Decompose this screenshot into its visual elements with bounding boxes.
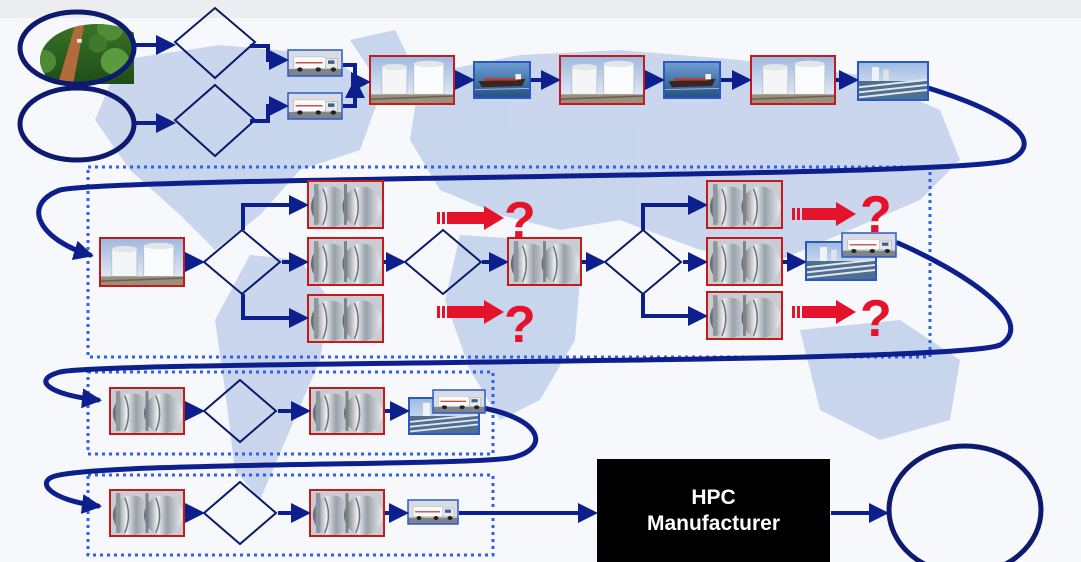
tanker-truck-icon <box>287 92 343 120</box>
storage-tank-icon <box>750 55 836 105</box>
row2-processing: ? ? ? ? <box>99 180 897 354</box>
crushing-mill-diamond-icon <box>173 6 257 80</box>
steel-reactor-icon <box>307 237 384 286</box>
group-frame-row2 <box>86 165 932 359</box>
manufacturer-label-line2: Manufacturer <box>646 511 781 535</box>
pipeline-terminal-icon <box>857 61 929 101</box>
steel-reactor-icon <box>309 387 385 435</box>
steel-reactor-icon <box>706 180 783 229</box>
tanker-ship-icon <box>473 61 531 99</box>
flow-arrow <box>641 294 708 326</box>
unknown-route-marker: ? <box>437 192 536 250</box>
supermarket-consumer-icon <box>886 443 1044 562</box>
crushing-mill-diamond-icon <box>173 83 257 158</box>
row1-origin <box>17 6 929 163</box>
storage-tank-icon <box>559 55 645 105</box>
question-mark-icon: ? <box>504 296 536 354</box>
steel-reactor-icon <box>109 489 185 537</box>
steel-reactor-icon <box>307 180 384 229</box>
steel-reactor-icon <box>706 237 783 286</box>
flow-arrow <box>241 195 309 230</box>
flow-arrow <box>343 78 365 108</box>
unknown-route-marker: ? <box>437 296 536 354</box>
question-mark-icon: ? <box>504 192 536 250</box>
row3-processing <box>109 378 486 444</box>
hpc-manufacturer-box: HPC Manufacturer <box>597 459 830 562</box>
refinery-diamond-icon <box>603 228 683 296</box>
serpentine-connector-row2-row3 <box>43 240 1014 409</box>
group-frame-row3 <box>86 370 495 456</box>
question-mark-icon: ? <box>860 290 892 348</box>
steel-reactor-icon <box>309 489 385 537</box>
palm-plantation-icon <box>17 9 137 87</box>
group-frame-row4 <box>86 473 495 557</box>
manufacturer-label-line1: HPC <box>691 485 736 509</box>
flow-arrow <box>641 195 708 230</box>
tanker-truck-icon <box>432 389 486 414</box>
refinery-diamond-icon <box>202 480 278 546</box>
tanker-ship-icon <box>663 61 721 99</box>
unknown-route-marker: ? <box>792 290 892 348</box>
tanker-truck-icon <box>407 499 459 525</box>
serpentine-connector-row3-row4 <box>43 405 539 514</box>
tanker-truck-icon <box>287 49 343 77</box>
storage-tank-icon <box>369 55 455 105</box>
steel-reactor-icon <box>109 387 185 435</box>
storage-tank-icon <box>99 237 185 287</box>
refinery-diamond-icon <box>403 228 483 296</box>
refinery-diamond-icon <box>202 378 278 444</box>
flow-arrow <box>250 96 289 123</box>
flow-arrow <box>250 44 289 70</box>
row4-processing <box>109 443 1044 562</box>
steel-reactor-icon <box>706 291 783 340</box>
flow-arrow <box>241 294 309 328</box>
tanker-truck-icon <box>841 232 897 258</box>
header-band <box>0 0 1081 18</box>
steel-reactor-icon <box>307 294 384 343</box>
unknown-route-marker: ? <box>792 186 892 244</box>
question-mark-icon: ? <box>860 186 892 244</box>
serpentine-connector-row1-row2 <box>36 85 1027 260</box>
